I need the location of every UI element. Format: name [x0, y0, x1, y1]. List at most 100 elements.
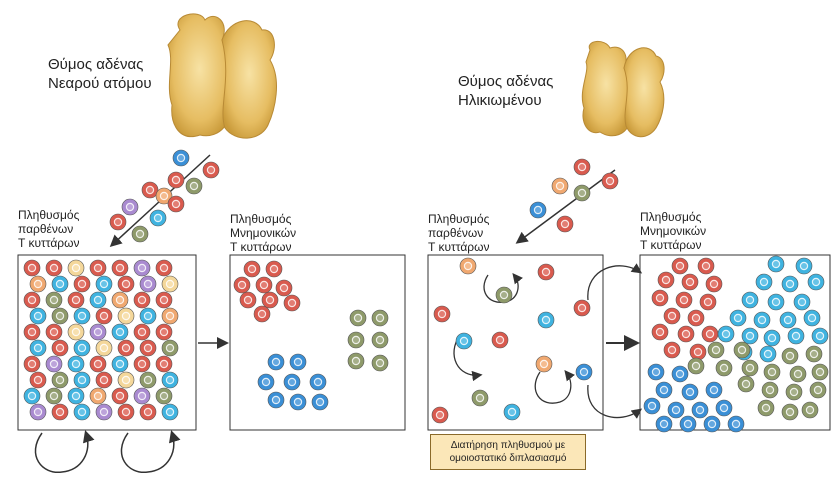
memory-t-cell [311, 393, 329, 411]
naive-t-cell [133, 259, 151, 277]
thymus-old-label-line2: Ηλικιωμένου [458, 92, 542, 109]
naive-t-cell [459, 257, 477, 275]
naive-t-cell [155, 291, 173, 309]
memory-t-cell [733, 341, 751, 359]
naive-t-cell [23, 387, 41, 405]
naive-t-cell [89, 323, 107, 341]
naive-t-cell [73, 275, 91, 293]
memory-t-cell [681, 383, 699, 401]
naive-t-cell [67, 355, 85, 373]
naive-t-cell [117, 403, 135, 421]
naive-t-cell [89, 355, 107, 373]
memory-t-cell [741, 291, 759, 309]
naive-t-cell [111, 259, 129, 277]
naive-t-cell [111, 387, 129, 405]
naive-t-cell [73, 307, 91, 325]
emigration-arrow-old [515, 169, 616, 244]
naive-t-cell [155, 259, 173, 277]
naive-t-cell [23, 323, 41, 341]
memory-t-cell [283, 373, 301, 391]
memory-t-cell [729, 309, 747, 327]
memory-t-cell [671, 365, 689, 383]
memory-t-cell [761, 381, 779, 399]
emigrant-t-cell [185, 177, 203, 195]
memory-t-cell [701, 325, 719, 343]
export-arrow-lower [587, 384, 643, 419]
memory-t-cell [265, 260, 283, 278]
naive-t-cell [89, 291, 107, 309]
memory-t-cell [255, 276, 273, 294]
memory-t-cell [707, 341, 725, 359]
memory-t-cell [767, 293, 785, 311]
memory-label-old-line1: Πληθυσμός [640, 210, 702, 224]
naive-label-old-line1: Πληθυσμός [428, 212, 490, 226]
memory-label-line1: Πληθυσμός [230, 212, 292, 226]
naive-t-cell [139, 371, 157, 389]
naive-t-cell [45, 291, 63, 309]
naive-t-cell [161, 339, 179, 357]
naive-t-cell [95, 307, 113, 325]
naive-t-cell [67, 291, 85, 309]
naive-t-cell [73, 339, 91, 357]
memory-t-cell [663, 341, 681, 359]
naive-t-cell [537, 263, 555, 281]
naive-t-cell [45, 259, 63, 277]
thymus-young-label: Θύμος αδένας Νεαρού ατόμου [48, 55, 152, 93]
naive-t-cell [51, 275, 69, 293]
naive-t-cell [23, 259, 41, 277]
memory-t-cell [811, 363, 829, 381]
naive-t-cell [117, 371, 135, 389]
memory-t-cell [757, 399, 775, 417]
memory-t-cell [371, 354, 389, 372]
emigrant-t-cell [141, 181, 159, 199]
naive-t-cell [23, 355, 41, 373]
emigrant-t-cell [149, 209, 167, 227]
memory-t-cell [347, 331, 365, 349]
memory-t-cell [267, 353, 285, 371]
naive-t-cell [433, 305, 451, 323]
naive-t-cell [95, 371, 113, 389]
naive-t-cell [111, 355, 129, 373]
emigrant-t-cell [601, 172, 619, 190]
naive-t-cell [95, 339, 113, 357]
memory-t-cell [781, 347, 799, 365]
memory-t-cell [371, 331, 389, 349]
naive-t-cell [45, 323, 63, 341]
memory-t-cell [727, 415, 745, 433]
memory-t-cell [715, 399, 733, 417]
naive-t-cell [575, 363, 593, 381]
memory-t-cell [691, 401, 709, 419]
memory-t-cell [787, 327, 805, 345]
memory-t-cell [805, 345, 823, 363]
emigrant-t-cell [573, 158, 591, 176]
naive-t-cell [155, 355, 173, 373]
memory-t-cell [243, 260, 261, 278]
thymus-old-icon [581, 41, 665, 138]
memory-t-cell [657, 271, 675, 289]
emigrant-t-cell [167, 171, 185, 189]
emigrant-t-cell [556, 215, 574, 233]
naive-t-cell [45, 387, 63, 405]
naive-population-label-young: Πληθυσμός παρθένων Τ κυττάρων [18, 208, 79, 250]
naive-label-old-line2: παρθένων [428, 226, 484, 240]
naive-t-cell [161, 307, 179, 325]
memory-t-cell [651, 323, 669, 341]
memory-t-cell [741, 359, 759, 377]
memory-t-cell [781, 275, 799, 293]
memory-t-cell [309, 373, 327, 391]
memory-t-cell [275, 279, 293, 297]
naive-t-cell [503, 403, 521, 421]
memory-t-cell [681, 273, 699, 291]
memory-label-old-line3: Τ κυττάρων [640, 238, 702, 252]
naive-t-cell [67, 387, 85, 405]
emigrant-t-cell [121, 198, 139, 216]
memory-t-cell [803, 309, 821, 327]
memory-t-cell [253, 305, 271, 323]
naive-t-cell [537, 311, 555, 329]
naive-t-cell [67, 259, 85, 277]
naive-t-cell [45, 355, 63, 373]
memory-t-cell [687, 357, 705, 375]
naive-t-cell [95, 275, 113, 293]
naive-t-cell [155, 323, 173, 341]
memory-t-cell [715, 359, 733, 377]
